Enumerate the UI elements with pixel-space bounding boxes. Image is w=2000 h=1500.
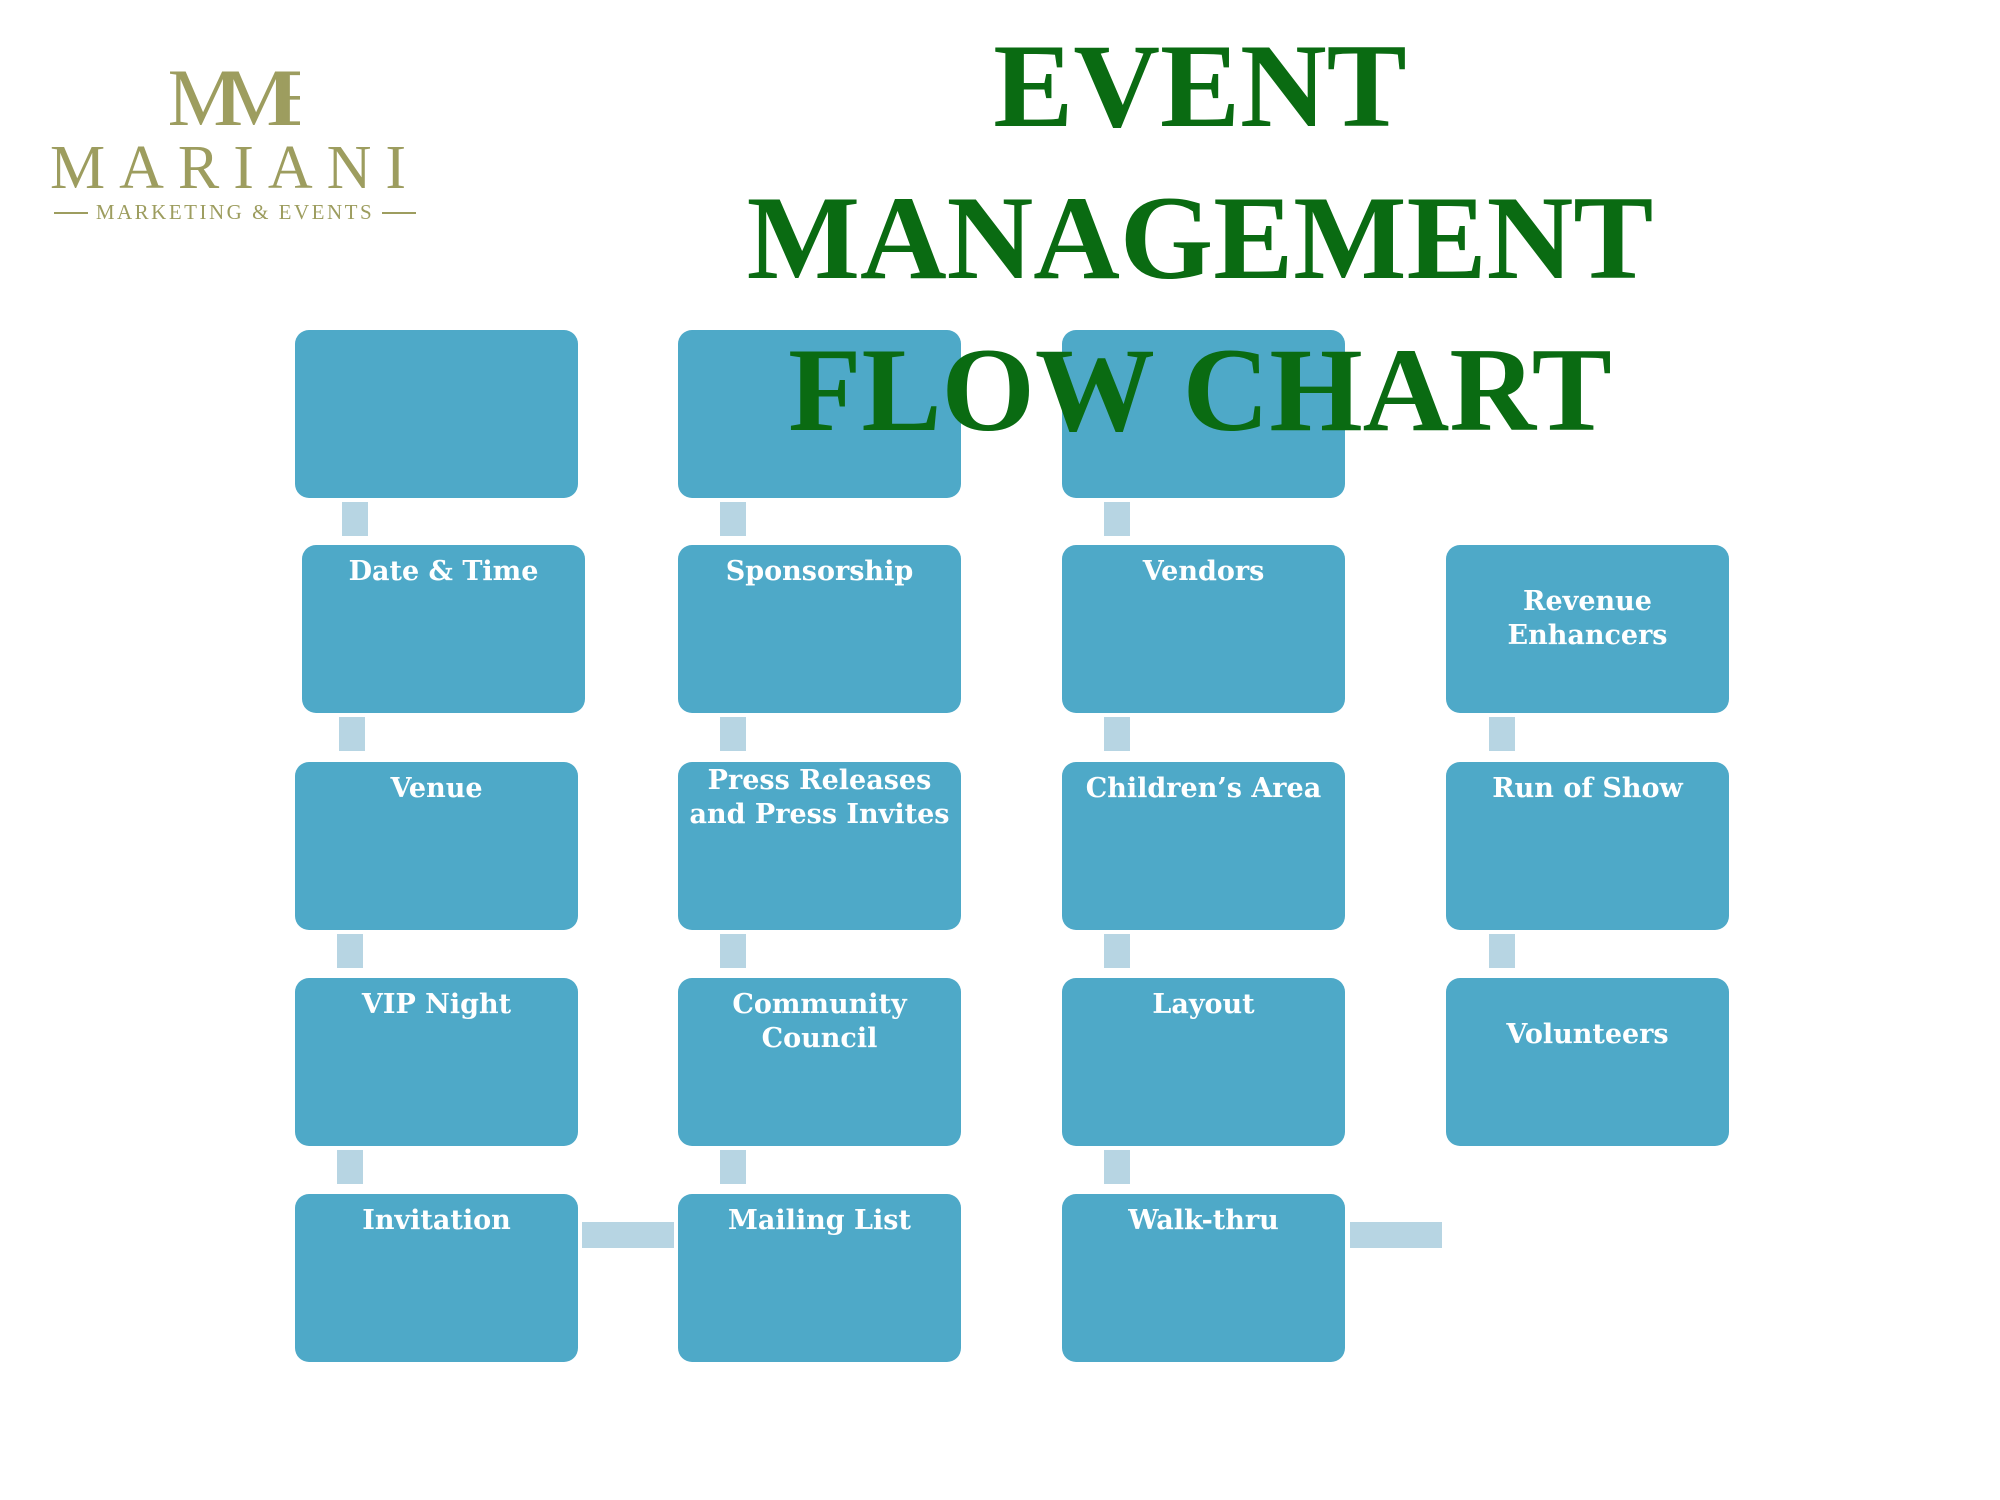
title-line-3: FLOW CHART: [788, 323, 1612, 456]
tagline-rule-left: [53, 211, 88, 214]
flow-box-vip-night: VIP Night: [295, 978, 578, 1146]
flow-connector-vertical: [1489, 934, 1515, 968]
flow-connector-vertical: [1489, 717, 1515, 751]
flow-box-mailing-list: Mailing List: [678, 1194, 961, 1362]
logo-name: MARIANI: [49, 134, 421, 202]
flow-connector-vertical: [720, 717, 746, 751]
tagline-rule-right: [382, 211, 417, 214]
flow-box-volunteers: Volunteers: [1446, 978, 1729, 1146]
flow-box-invitation: Invitation: [295, 1194, 578, 1362]
flow-box-revenue-enhancers: Revenue Enhancers: [1446, 545, 1729, 713]
flow-box-c2-r1: [678, 330, 961, 498]
flow-connector-vertical: [1104, 717, 1130, 751]
title-line-1: EVENT: [993, 19, 1407, 152]
flow-connector-horizontal: [1350, 1222, 1442, 1248]
flow-box-layout: Layout: [1062, 978, 1345, 1146]
tagline-text: MARKETING & EVENTS: [95, 200, 375, 224]
flow-connector-vertical: [720, 502, 746, 536]
flow-connector-vertical: [342, 502, 368, 536]
monogram-logo-mark: MME: [170, 55, 300, 135]
flow-connector-vertical: [720, 934, 746, 968]
flow-box-childrens-area: Children’s Area: [1062, 762, 1345, 930]
title-line-2: MANAGEMENT: [746, 171, 1654, 304]
flow-connector-vertical: [337, 934, 363, 968]
flow-box-c1-r1: [295, 330, 578, 498]
flow-box-venue: Venue: [295, 762, 578, 930]
flow-connector-vertical: [1104, 1150, 1130, 1184]
flow-connector-vertical: [720, 1150, 746, 1184]
company-logo: MME MARIANI MARKETING & EVENTS: [40, 55, 430, 225]
flow-connector-horizontal: [582, 1222, 674, 1248]
flow-box-date-time: Date & Time: [302, 545, 585, 713]
flow-box-vendors: Vendors: [1062, 545, 1345, 713]
flow-connector-vertical: [1104, 934, 1130, 968]
logo-tagline: MARKETING & EVENTS: [40, 200, 430, 225]
flow-box-run-of-show: Run of Show: [1446, 762, 1729, 930]
flow-box-c3-r1: [1062, 330, 1345, 498]
page-title: EVENT MANAGEMENT FLOW CHART: [700, 10, 1700, 466]
flow-box-sponsorship: Sponsorship: [678, 545, 961, 713]
flow-box-community-council: Community Council: [678, 978, 961, 1146]
flow-connector-vertical: [1104, 502, 1130, 536]
flow-box-press-releases: Press Releases and Press Invites: [678, 762, 961, 930]
monogram-text: MME: [170, 55, 300, 135]
flow-connector-vertical: [337, 1150, 363, 1184]
flow-box-walk-thru: Walk-thru: [1062, 1194, 1345, 1362]
flow-connector-vertical: [339, 717, 365, 751]
